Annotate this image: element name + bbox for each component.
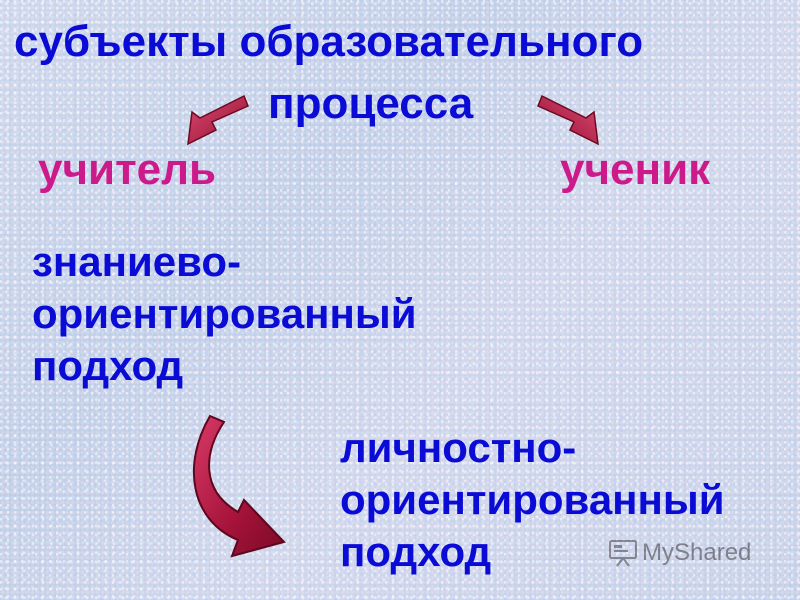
personal-approach-line-2: ориентированный xyxy=(340,476,725,523)
knowledge-oriented-approach: знаниево- ориентированный подход xyxy=(32,236,417,392)
knowledge-approach-line-1: знаниево- xyxy=(32,238,242,285)
slide-title-line-2: процесса xyxy=(268,79,474,128)
watermark: MyShared xyxy=(608,538,751,568)
teacher-label: учитель xyxy=(38,145,217,194)
arrow-left-icon xyxy=(187,94,249,146)
knowledge-approach-line-2: ориентированный xyxy=(32,290,417,337)
slide-title-line-1: субъекты образовательного xyxy=(14,17,644,66)
knowledge-approach-line-3: подход xyxy=(32,342,184,389)
personal-approach-line-1: личностно- xyxy=(340,424,577,471)
curved-arrow-icon xyxy=(192,414,286,558)
personality-oriented-approach: личностно- ориентированный подход xyxy=(340,422,725,578)
arrow-right-icon xyxy=(537,94,599,146)
student-label: ученик xyxy=(560,145,711,194)
personal-approach-line-3: подход xyxy=(340,528,492,575)
watermark-text: MyShared xyxy=(642,539,752,566)
presentation-board-icon xyxy=(609,540,637,567)
